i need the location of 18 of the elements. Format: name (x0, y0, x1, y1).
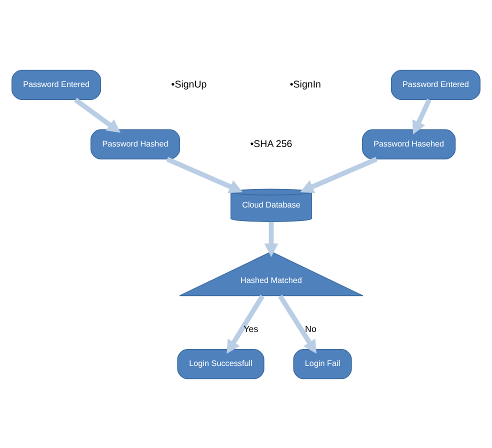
arrow (412, 98, 432, 134)
node-box: Password Hashed (90, 128, 180, 159)
node-box: Login Successfull (177, 348, 264, 379)
arrow (278, 294, 316, 354)
node-box: Login Fail (293, 348, 352, 379)
arrow (300, 156, 378, 193)
label: •SignUp (171, 78, 207, 90)
arrow (166, 156, 243, 193)
label: •SignIn (290, 78, 321, 90)
edge-label: No (305, 324, 316, 334)
arrow (264, 221, 278, 256)
node-box: Password Entered (390, 69, 480, 100)
arrow (226, 294, 265, 354)
arrow (74, 97, 121, 132)
label: •SHA 256 (250, 138, 292, 150)
node-box: Password Hasehed (362, 128, 456, 159)
edge-label: Yes (244, 324, 258, 334)
node-box: Password Entered (12, 69, 102, 100)
